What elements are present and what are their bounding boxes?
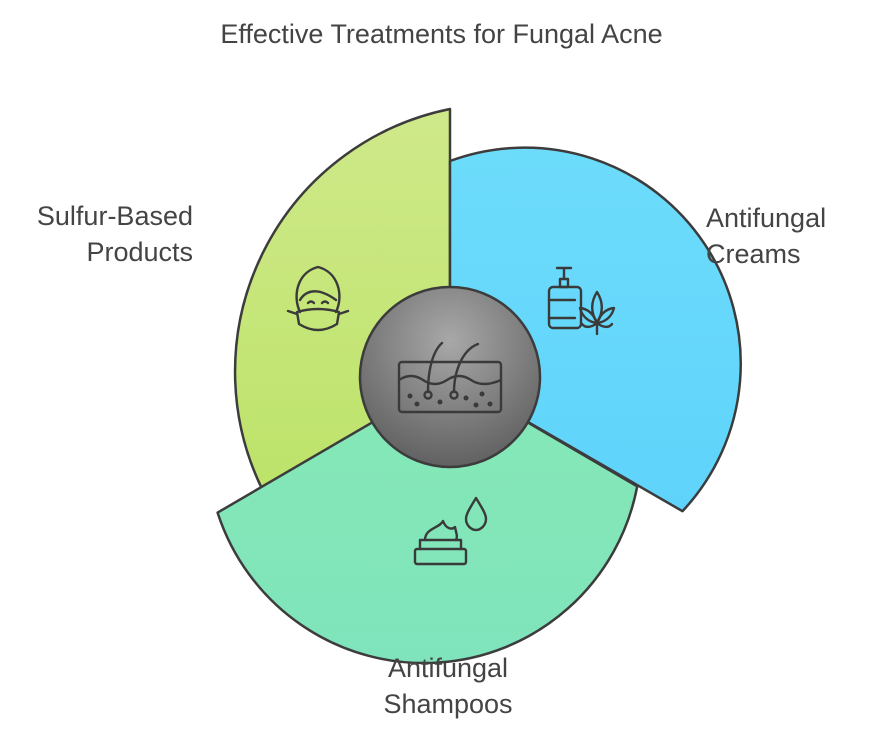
label-sulfur-based-products: Sulfur-Based Products <box>37 198 193 270</box>
label-line: Antifungal <box>706 203 827 233</box>
label-line: Shampoos <box>383 689 513 719</box>
skin-hair-follicle-icon <box>397 341 503 414</box>
face-mask-icon <box>286 265 350 332</box>
diagram-title: Effective Treatments for Fungal Acne <box>220 19 663 49</box>
label-line: Sulfur-Based <box>36 201 193 231</box>
label-line: Products <box>86 237 193 267</box>
cream-jar-drop-icon <box>413 496 488 566</box>
label-antifungal-shampoos: Antifungal Shampoos <box>300 650 596 722</box>
segment-antifungal-creams[interactable] <box>448 146 742 513</box>
label-antifungal-creams: Antifungal Creams <box>706 200 826 272</box>
segment-antifungal-shampoos[interactable] <box>216 375 639 665</box>
label-line: Creams <box>706 239 801 269</box>
label-line: Antifungal <box>387 653 509 683</box>
pump-bottle-leaf-icon <box>547 266 616 336</box>
